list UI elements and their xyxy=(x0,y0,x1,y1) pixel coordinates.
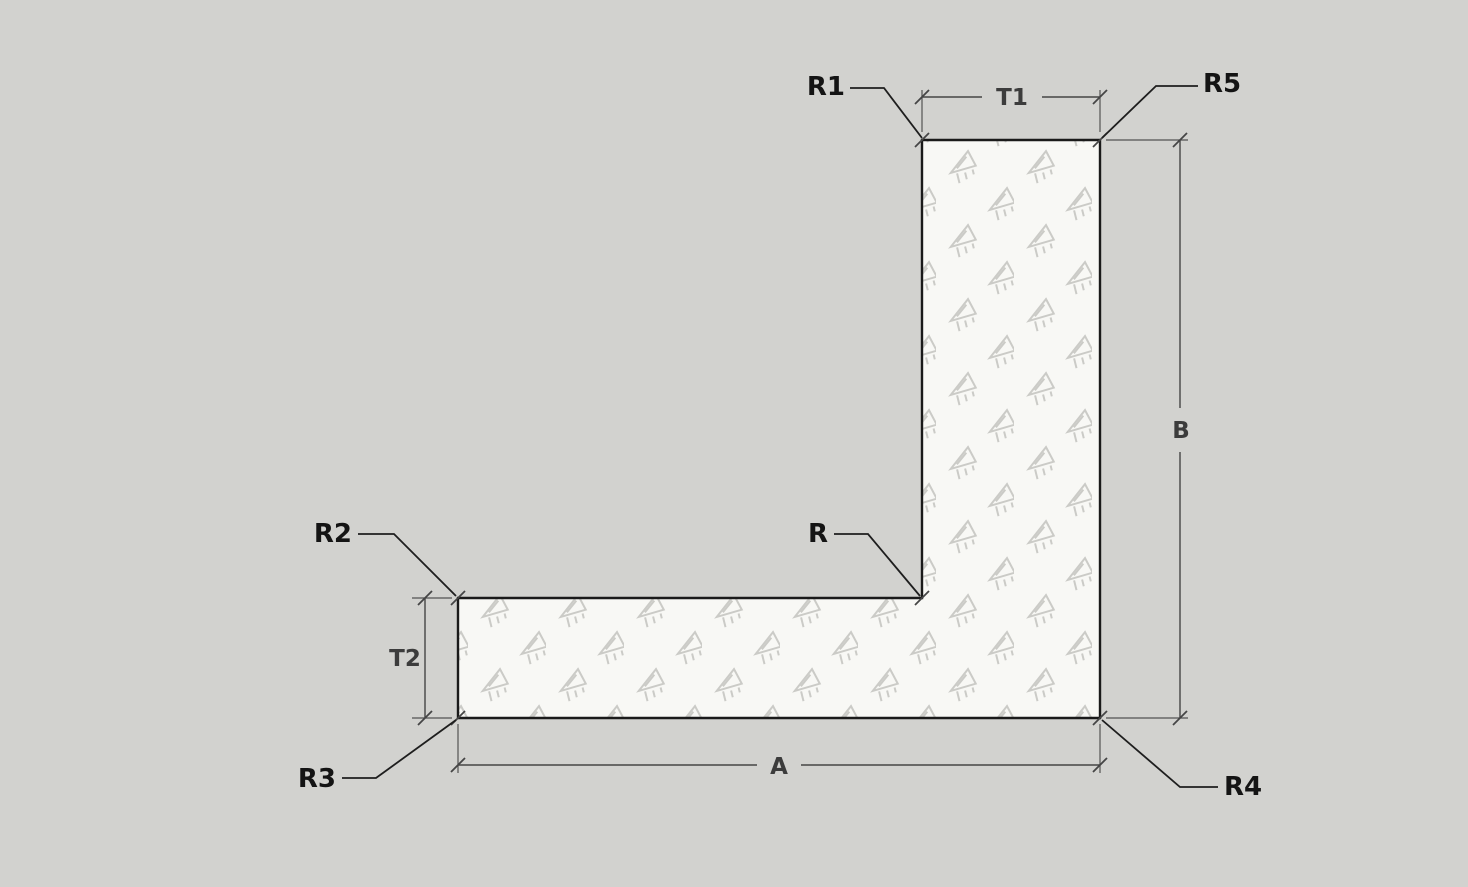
label-a: A xyxy=(770,754,788,780)
corner-tick-mark xyxy=(914,590,930,606)
label-r3: R3 xyxy=(298,764,336,794)
tick-mark xyxy=(1172,710,1188,726)
label-r4: R4 xyxy=(1224,772,1262,802)
dimension-lines xyxy=(424,96,1181,766)
label-t2: T2 xyxy=(389,646,421,672)
corner-tick-mark xyxy=(450,590,466,606)
leader-lines xyxy=(342,85,1218,788)
leader-r1 xyxy=(850,87,923,139)
corner-tick-mark xyxy=(1092,710,1108,726)
leader-r5 xyxy=(1101,85,1198,139)
labels: R1 R5 R2 R R3 R4 T1 B A T2 xyxy=(298,69,1262,802)
leader-r3 xyxy=(342,719,457,779)
label-r: R xyxy=(808,519,828,549)
tick-mark xyxy=(450,757,466,773)
leader-r4 xyxy=(1101,719,1218,788)
tick-mark xyxy=(417,590,433,606)
tick-mark xyxy=(1172,132,1188,148)
extension-lines xyxy=(412,90,1188,773)
label-r2: R2 xyxy=(314,519,352,549)
leader-r xyxy=(834,533,921,597)
label-t1: T1 xyxy=(996,85,1028,111)
leader-r2 xyxy=(358,533,457,597)
label-r5: R5 xyxy=(1203,69,1241,99)
corner-tick-mark xyxy=(914,132,930,148)
label-b: B xyxy=(1172,418,1190,444)
tick-mark xyxy=(1092,89,1108,105)
tick-mark xyxy=(417,710,433,726)
label-r1: R1 xyxy=(807,72,845,102)
tick-mark xyxy=(1092,757,1108,773)
tick-mark xyxy=(914,89,930,105)
